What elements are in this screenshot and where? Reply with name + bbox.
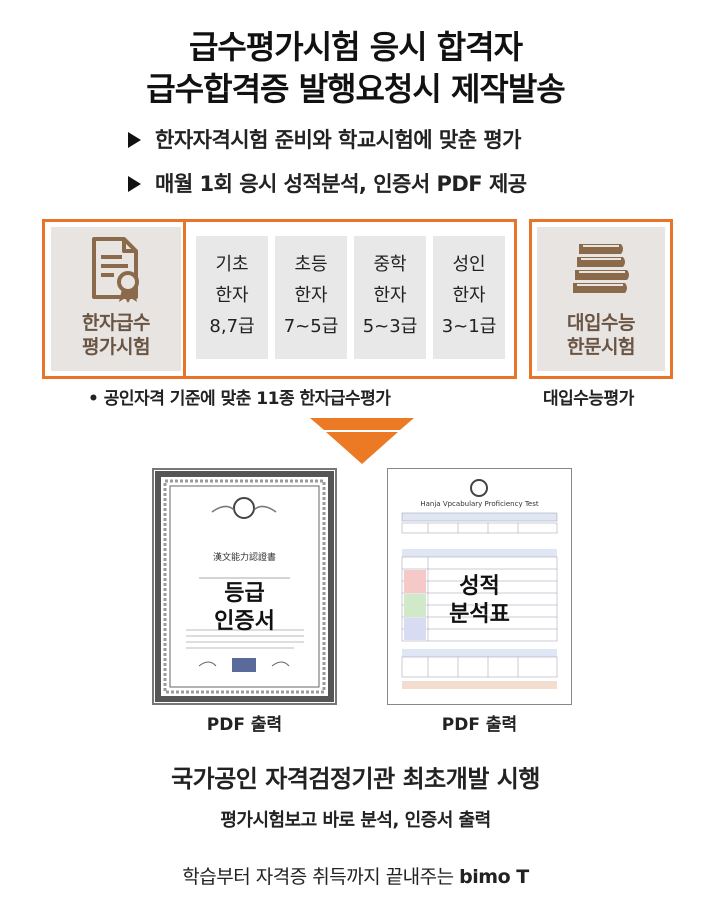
level-card-line: 한자	[294, 285, 328, 306]
levels-caption: • 공인자격 기준에 맞춘 11종 한자급수평가	[88, 389, 391, 409]
level-card-elementary: 초등 한자 7~5급	[275, 236, 347, 359]
grade-exam-label-line1: 한자급수	[82, 312, 150, 334]
level-card-middle: 중학 한자 5~3급	[354, 236, 426, 359]
footer-headline: 국가공인 자격검정기관 최초개발 시행	[171, 765, 540, 793]
headline-line2: 급수합격증 발행요청시 제작발송	[146, 70, 565, 108]
college-caption: 대입수능평가	[543, 389, 634, 409]
headline-line1: 급수평가시험 응시 합격자	[188, 28, 523, 66]
level-card-grade: 8,7급	[209, 316, 255, 337]
level-card-line: 한자	[215, 285, 249, 306]
grade-exam-label: 한자급수 평가시험	[51, 311, 181, 359]
report-overlay-line2: 분석표	[449, 602, 510, 627]
certificate-overlay-line1: 등급	[224, 581, 265, 606]
level-card-adult: 성인 한자 3~1급	[433, 236, 505, 359]
certificate-header: 漢文能力認證書	[212, 553, 276, 563]
level-card-basic: 기초 한자 8,7급	[196, 236, 268, 359]
report-overlay-line1: 성적	[459, 574, 500, 599]
report-sheet-graphic	[401, 479, 558, 689]
triangle-bullet-icon	[128, 132, 141, 148]
level-card-grade: 3~1급	[441, 316, 497, 337]
bullet-1-text: 한자자격시험 준비와 학교시험에 맞춘 평가	[155, 128, 522, 152]
college-exam-label-line1: 대입수능	[567, 312, 635, 334]
down-arrow-icon	[310, 418, 414, 464]
bullet-2-text: 매월 1회 응시 성적분석, 인증서 PDF 제공	[155, 172, 527, 196]
footer-tagline: 학습부터 자격증 취득까지 끝내주는 bimo T	[0, 862, 711, 889]
report-header: Hanja Vpcabulary Proficiency Test	[420, 500, 539, 508]
level-card-line: 중학	[373, 254, 407, 275]
levels-panel	[183, 219, 517, 379]
level-card-grade: 7~5급	[283, 316, 339, 337]
level-card-grade: 5~3급	[362, 316, 418, 337]
report-pdf-label: PDF 출력	[441, 715, 518, 735]
level-card-line: 기초	[215, 254, 249, 275]
level-card-line: 초등	[294, 254, 328, 275]
bullet-1: 한자자격시험 준비와 학교시험에 맞춘 평가	[128, 124, 522, 154]
report-preview: Hanja Vpcabulary Proficiency Test 성적 분석표	[387, 468, 572, 705]
books-stack-icon	[573, 244, 629, 293]
college-exam-label: 대입수능 한문시험	[537, 311, 665, 359]
level-card-line: 한자	[373, 285, 407, 306]
certificate-preview: 漢文能力認證書 등급 인증서	[152, 468, 337, 705]
footer-tagline-text: 학습부터 자격증 취득까지 끝내주는	[182, 866, 460, 888]
grade-exam-category: 한자급수 평가시험	[51, 227, 181, 371]
certificate-document-icon	[92, 237, 139, 303]
certificate-overlay: 등급 인증서	[154, 580, 335, 636]
grade-exam-label-line2: 평가시험	[82, 336, 150, 358]
college-exam-label-line2: 한문시험	[567, 336, 635, 358]
college-exam-panel	[529, 219, 673, 379]
certificate-frame-graphic	[155, 471, 334, 702]
certificate-overlay-line2: 인증서	[214, 609, 275, 634]
level-card-line: 성인	[452, 254, 486, 275]
certificate-pdf-label: PDF 출력	[206, 715, 283, 735]
triangle-bullet-icon	[128, 176, 141, 192]
footer-brand: bimo T	[459, 866, 529, 888]
bullet-2: 매월 1회 응시 성적분석, 인증서 PDF 제공	[128, 168, 527, 198]
college-exam-category: 대입수능 한문시험	[537, 227, 665, 371]
footer-subline: 평가시험보고 바로 분석, 인증서 출력	[220, 810, 491, 831]
report-overlay: 성적 분석표	[388, 573, 571, 629]
level-card-line: 한자	[452, 285, 486, 306]
